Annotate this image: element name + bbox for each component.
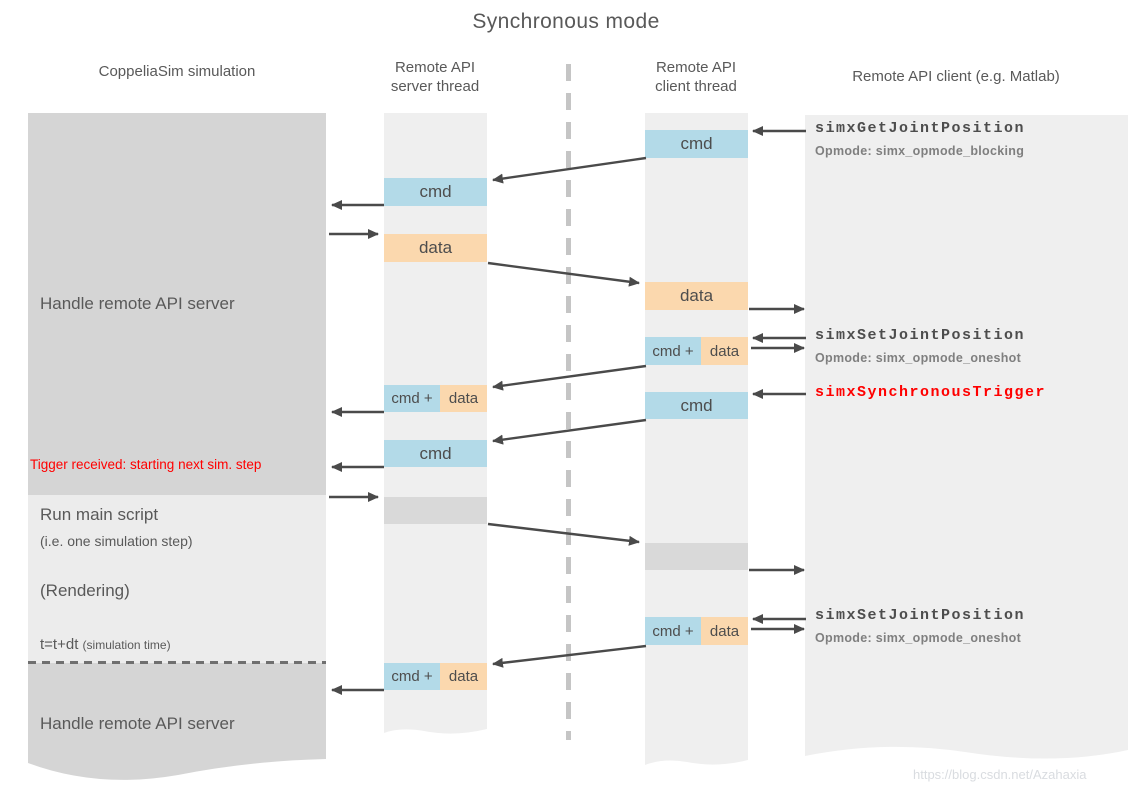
call-get-joint-position-opmode: Opmode: simx_opmode_blocking [815, 144, 1025, 158]
run-main-script-sublabel: (i.e. one simulation step) [40, 533, 193, 549]
server-cmd-data-box-1: cmd +data [384, 385, 487, 412]
arrow-server-exec-to-client-exec [487, 522, 640, 546]
time-update-sublabel: (simulation time) [82, 638, 171, 652]
server-cmd-data-box-2-cmd-part: cmd + [384, 663, 440, 690]
call-set-joint-position-2-name: simxSetJointPosition [815, 607, 1026, 624]
column-header-client: Remote API client (e.g. Matlab) [852, 68, 1060, 85]
client-panel [805, 115, 1128, 738]
server-lifeline-wave [384, 722, 487, 734]
client-cmd-data-box-1: cmd +data [645, 337, 748, 365]
run-main-script-label: Run main script [40, 505, 159, 524]
client-cmd-data-box-2-data-part: data [701, 617, 748, 645]
column-header-server-thread-line2: server thread [390, 78, 480, 95]
client-cmd-data-box-1-cmd-part: cmd + [645, 337, 701, 365]
server-cmd-data-box-1-cmd-part: cmd + [384, 385, 440, 412]
time-update-formula: t=t+dt [40, 636, 79, 653]
arrow-server-data-to-client-data [487, 261, 640, 287]
handle-remote-api-server-label-bottom: Handle remote API server [40, 714, 235, 733]
handle-remote-api-server-label-top: Handle remote API server [40, 294, 235, 313]
client-cmd-data-box-2: cmd +data [645, 617, 748, 645]
column-header-coppeliasim: CoppeliaSim simulation [98, 63, 256, 80]
call-synchronous-trigger-name: simxSynchronousTrigger [815, 384, 1047, 401]
column-header-client-thread: Remote API client thread [606, 58, 786, 96]
client-exec-box [645, 543, 748, 570]
coppeliasim-panel-wave [28, 751, 326, 780]
server-cmd-box-1: cmd [384, 178, 487, 206]
server-data-box-1: data [384, 234, 487, 262]
trigger-received-note: Tigger received: starting next sim. step [30, 457, 262, 472]
client-cmd-data-box-2-cmd-part: cmd + [645, 617, 701, 645]
sync-divider-dashed-line [566, 64, 571, 740]
coppeliasim-upper-panel [28, 113, 326, 495]
server-cmd-data-box-2: cmd +data [384, 663, 487, 690]
server-exec-box [384, 497, 487, 524]
client-thread-lifeline [645, 113, 748, 752]
watermark-text: https://blog.csdn.net/Azahaxia [913, 767, 1087, 782]
call-set-joint-position-2-opmode: Opmode: simx_opmode_oneshot [815, 631, 1022, 645]
coppeliasim-lower-panel [28, 663, 326, 751]
diagram-title: Synchronous mode [472, 10, 660, 33]
column-header-client-thread-line1: Remote API [655, 59, 737, 76]
client-cmd-box-1: cmd [645, 130, 748, 158]
rendering-label: (Rendering) [40, 581, 130, 600]
coppeliasim-middle-panel [28, 495, 326, 663]
server-thread-lifeline [384, 113, 487, 722]
time-update-label: t=t+dt (simulation time) [40, 636, 171, 653]
client-lifeline-wave [645, 752, 748, 765]
call-set-joint-position-1-name: simxSetJointPosition [815, 327, 1026, 344]
client-cmd-box-2: cmd [645, 392, 748, 419]
call-get-joint-position-name: simxGetJointPosition [815, 120, 1026, 137]
call-set-joint-position-1-opmode: Opmode: simx_opmode_oneshot [815, 351, 1022, 365]
server-cmd-data-box-2-data-part: data [440, 663, 487, 690]
column-header-server-thread-line1: Remote API [394, 59, 476, 76]
client-panel-wave [805, 738, 1128, 759]
server-cmd-box-2: cmd [384, 440, 487, 467]
column-header-server-thread: Remote API server thread [345, 58, 525, 96]
server-cmd-data-box-1-data-part: data [440, 385, 487, 412]
simulation-step-dashed-line [28, 661, 326, 664]
client-data-box-1: data [645, 282, 748, 310]
client-cmd-data-box-1-data-part: data [701, 337, 748, 365]
column-header-client-thread-line2: client thread [655, 78, 737, 95]
